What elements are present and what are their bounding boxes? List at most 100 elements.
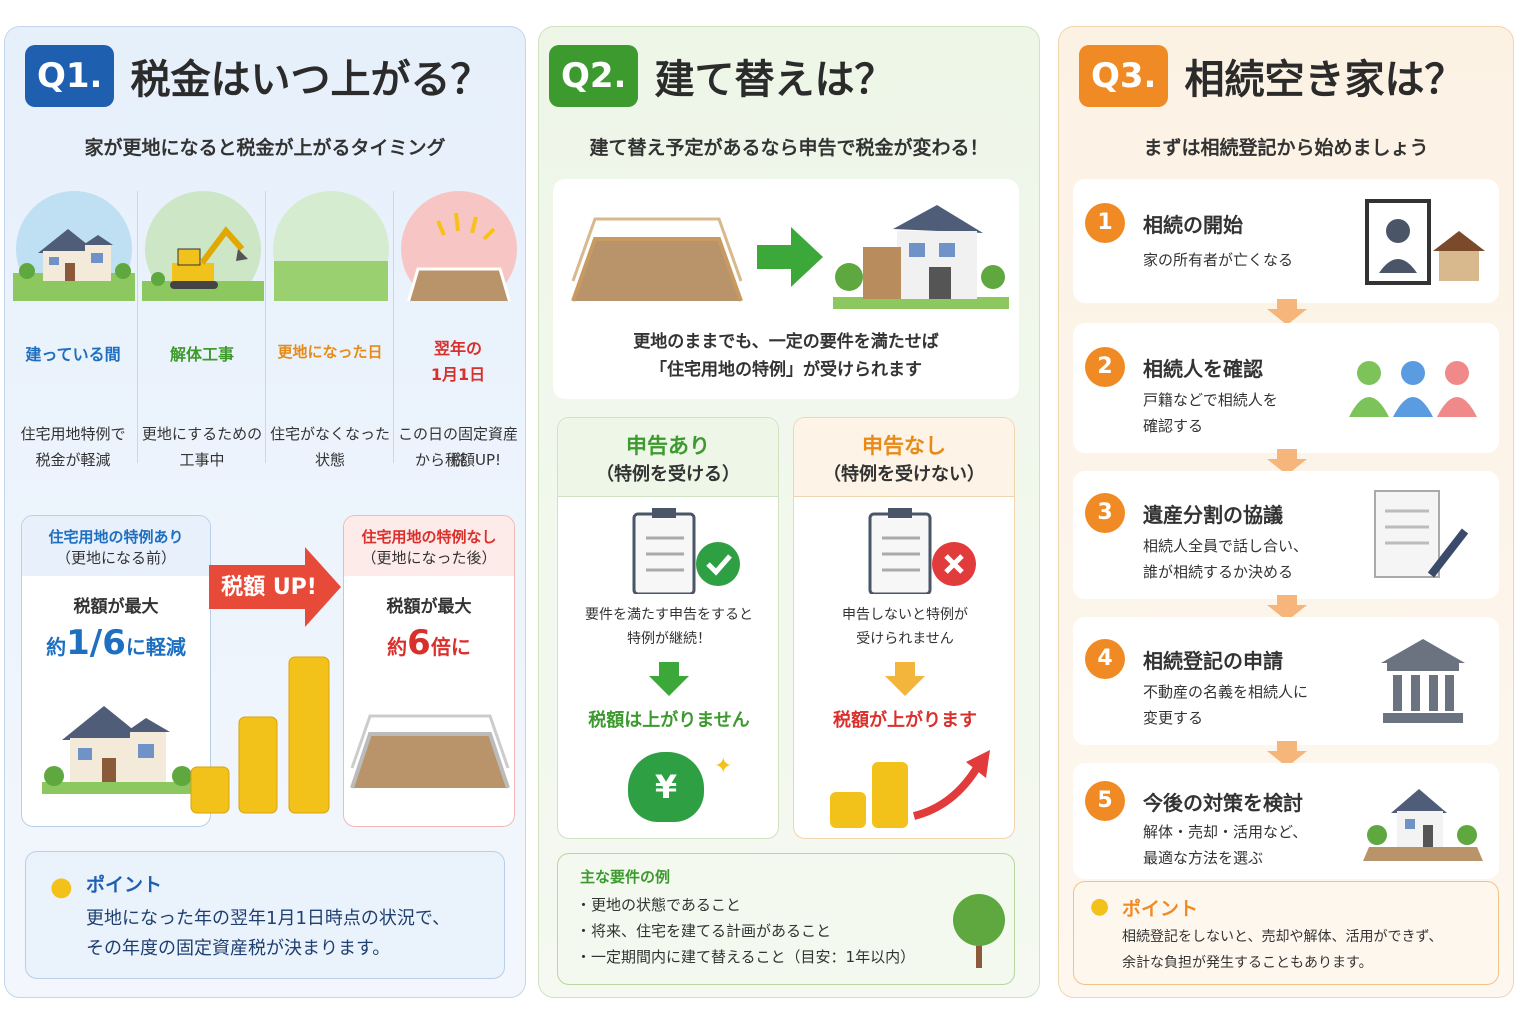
declare-no-result: 税額が上がります: [833, 710, 977, 731]
without-special-post: 倍に: [430, 635, 471, 659]
q2-panel: Q2. 建て替えは？ 建て替え予定があるなら申告で税金が変わる！ 更地のままでも…: [538, 26, 1040, 998]
new-house-icon: [833, 205, 1009, 309]
stage-built: 建っている間 住宅用地特例で 税金が軽減: [9, 191, 137, 469]
step-desc: 最適な方法を選ぶ: [1143, 849, 1264, 867]
q1-point-line2: その年度の固定資産税が決まります。: [86, 938, 391, 959]
with-special-subtitle: （更地になる前）: [55, 549, 176, 567]
q1-panel: Q1. 税金はいつ上がる？ 家が更地になると税金が上がるタイミング 建っている間…: [4, 26, 526, 998]
stage-demolition-desc1: 更地にするための: [141, 425, 263, 443]
step-number: 2: [1085, 347, 1125, 387]
q1-point-line1: 更地になった年の翌年1月1日時点の状況で、: [86, 908, 451, 929]
with-special-post: に軽減: [125, 635, 186, 659]
without-special-title: 住宅用地の特例なし: [361, 528, 497, 546]
q3-subtitle: まずは相続登記から始めましょう: [1143, 137, 1429, 159]
q2-top-text2: 「住宅用地の特例」が受けられます: [650, 360, 922, 380]
step-number: 5: [1085, 781, 1125, 821]
declare-yes-sub: （特例を受ける）: [596, 464, 740, 485]
people-icon: [1349, 361, 1477, 417]
down-arrow: [649, 662, 689, 696]
q1-subtitle: 家が更地になると税金が上がるタイミング: [84, 137, 446, 159]
stage-demolition-label: 解体工事: [169, 345, 234, 364]
requirement-item: ・将来、住宅を建てる計画があること: [576, 922, 832, 940]
house-icon: [13, 191, 135, 301]
step-desc: 誰が相続するか決める: [1143, 563, 1294, 581]
stage-jan1-desc1: この日の固定資産税: [397, 425, 518, 469]
requirement-item: ・一定期間内に建て替えること（目安：1年以内）: [576, 948, 916, 966]
fenced-lot-icon: [350, 714, 510, 789]
step-card: 1 相続の開始 家の所有者が亡くなる: [1073, 179, 1499, 303]
step-desc: 確認する: [1143, 417, 1204, 435]
declare-no-sub: （特例を受けない）: [823, 464, 985, 485]
declare-no-title: 申告なし: [862, 434, 946, 458]
step-number: 3: [1085, 493, 1125, 533]
step-desc: 変更する: [1143, 709, 1204, 727]
step-card: 2 相続人を確認 戸籍などで相続人を 確認する: [1073, 323, 1499, 453]
declare-no-desc2: 受けられません: [856, 631, 954, 647]
clipboard-check-icon: [632, 508, 740, 594]
stage-vacant-desc2: 状態: [314, 451, 345, 469]
step-card: 4 相続登記の申請 不動産の名義を相続人に 変更する: [1073, 617, 1499, 745]
step-title: 相続登記の申請: [1143, 649, 1283, 673]
step-desc: 相続人全員で話し合い、: [1143, 537, 1309, 555]
q2-top-text1: 更地のままでも、一定の要件を満たせば: [633, 332, 939, 352]
stage-jan1-label2: 1月1日: [430, 365, 486, 384]
without-special-subtitle: （更地になった後）: [361, 549, 497, 567]
with-special-line1: 税額が最大: [73, 597, 159, 617]
step-arrow: [1267, 449, 1307, 475]
declare-no-card: 申告なし （特例を受けない） 申告しないと特例が 受けられません 税額が上がりま…: [793, 417, 1015, 839]
fenced-lot-icon: [571, 217, 743, 302]
stage-vacant: 更地になった日 住宅がなくなった 状態: [265, 191, 393, 469]
government-building-icon: [1381, 639, 1465, 723]
tree-icon: [953, 894, 1005, 968]
with-special-pre: 約: [46, 635, 67, 659]
stage-demolition: 解体工事 更地にするための 工事中: [137, 191, 265, 469]
step-title: 今後の対策を検討: [1143, 791, 1303, 815]
declare-yes-title: 申告あり: [626, 434, 710, 458]
q3-title: 相続空き家は？: [1184, 57, 1465, 103]
with-special-box: 住宅用地の特例あり （更地になる前） 税額が最大 約1/6に軽減: [21, 515, 211, 827]
step-desc: 家の所有者が亡くなる: [1143, 251, 1294, 269]
q3-point-line1: 相続登記をしないと、売却や解体、活用ができず、: [1122, 929, 1443, 945]
step-title: 相続の開始: [1143, 213, 1243, 237]
with-special-value: 1/6: [66, 623, 126, 663]
document-pen-icon: [1374, 490, 1469, 578]
q1-point-title: ポイント: [86, 874, 163, 896]
excavator-icon: [142, 191, 264, 301]
with-special-title: 住宅用地の特例あり: [48, 528, 184, 546]
step-arrow: [1267, 299, 1307, 325]
step-desc: 解体・売却・活用など、: [1143, 823, 1308, 841]
step-number: 1: [1085, 203, 1125, 243]
declare-yes-desc1: 要件を満たす申告をすると: [585, 607, 753, 623]
step-desc: 戸籍などで相続人を: [1143, 391, 1278, 409]
clipboard-cross-icon: [868, 508, 976, 594]
declare-yes-result: 税額は上がりません: [588, 710, 750, 731]
house-icon: [42, 706, 192, 794]
tax-up-arrow: [209, 547, 341, 627]
sparkle-icon: ✦: [714, 754, 733, 779]
step-number: 4: [1085, 639, 1125, 679]
tax-up-label: 税額 UP!: [221, 575, 317, 600]
stage-jan1-label1: 翌年の: [433, 339, 482, 358]
stage-built-label: 建っている間: [25, 345, 121, 364]
green-arrow: [757, 227, 823, 287]
step-title: 相続人を確認: [1143, 357, 1263, 381]
declare-yes-card: 申告あり （特例を受ける） 要件を満たす申告をすると 特例が継続！ 税額は上がり…: [557, 417, 779, 839]
coins-rising-icon: [830, 750, 990, 828]
yen-wallet-icon: ¥: [628, 752, 704, 822]
coin-stacks-icon: [190, 656, 330, 814]
stage-built-desc1: 住宅用地特例で: [20, 425, 126, 443]
house-icon: [1363, 789, 1483, 861]
stage-vacant-label: 更地になった日: [277, 343, 383, 361]
q1-title: 税金はいつ上がる？: [130, 57, 491, 103]
requirement-item: ・更地の状態であること: [576, 896, 741, 914]
stage-jan1-desc2: から税額UP!: [414, 451, 502, 469]
without-special-line1: 税額が最大: [386, 597, 472, 617]
without-special-pre: 約: [387, 635, 408, 659]
declare-no-desc1: 申告しないと特例が: [842, 607, 968, 623]
stage-vacant-desc1: 住宅がなくなった: [269, 425, 390, 443]
requirements-box: 主な要件の例 ・更地の状態であること ・将来、住宅を建てる計画があること ・一定…: [557, 853, 1015, 985]
q1-badge: Q1.: [25, 45, 115, 107]
step-arrow: [1267, 741, 1307, 767]
q3-panel: Q3. 相続空き家は？ まずは相続登記から始めましょう 1 相続の開始 家の所有…: [1058, 26, 1514, 998]
q3-point-title: ポイント: [1122, 898, 1199, 920]
